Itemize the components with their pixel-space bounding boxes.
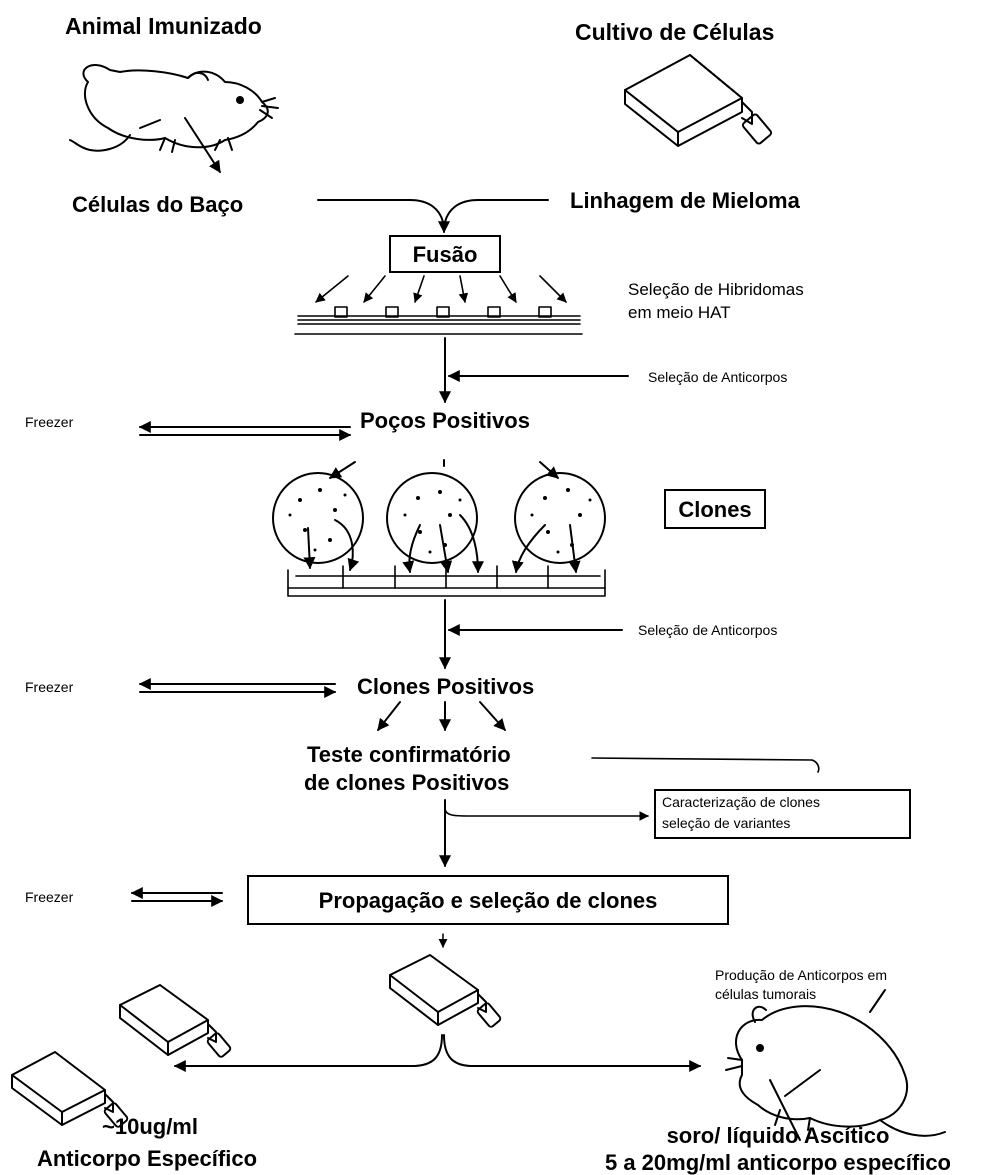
propagation-label: Propagação e seleção de clones xyxy=(319,888,658,913)
hat-selection-note-1: Seleção de Hibridomas xyxy=(628,280,804,299)
positive-wells-label: Poços Positivos xyxy=(360,408,530,433)
ascites-note-line-2: células tumorais xyxy=(715,986,816,1002)
merge-connector xyxy=(317,199,549,234)
fusion-box xyxy=(389,235,501,273)
hat-selection-note-2: em meio HAT xyxy=(628,303,731,322)
left-output-line-1: ~10ug/ml xyxy=(102,1114,198,1139)
left-output-line-2: Anticorpo Específico xyxy=(37,1146,257,1171)
characterization-box xyxy=(654,789,911,839)
culture-flask-icon xyxy=(11,1051,129,1128)
positive-clones-label: Clones Positivos xyxy=(357,674,534,699)
propagation-box xyxy=(247,875,729,925)
freezer-arrows-2 xyxy=(138,678,337,698)
left-source-label: Células do Baço xyxy=(72,192,243,217)
clones-label: Clones xyxy=(678,497,751,522)
clones-box xyxy=(664,489,766,529)
right-source-label: Linhagem de Mieloma xyxy=(570,188,801,213)
antibody-selection-label-1: Seleção de Anticorpos xyxy=(648,369,787,385)
petri-dish-icon xyxy=(272,472,606,574)
antibody-selection-label-2: Seleção de Anticorpos xyxy=(638,622,777,638)
right-title: Cultivo de Células xyxy=(575,19,774,45)
right-output-line-2: 5 a 20mg/ml anticorpo específico xyxy=(605,1150,951,1175)
freezer-label-1: Freezer xyxy=(25,414,74,430)
clone-plate-icon xyxy=(287,565,606,597)
characterization-loop xyxy=(591,757,820,773)
right-output-line-1: soro/ líquido Ascítico xyxy=(667,1123,890,1148)
confirmatory-arrows xyxy=(377,701,506,732)
fusion-label: Fusão xyxy=(413,242,478,267)
mouse-icon xyxy=(725,989,946,1141)
freezer-arrows-3 xyxy=(130,887,224,907)
characterization-line-1: Caracterização de clones xyxy=(662,794,820,810)
output-split-arrows xyxy=(173,1034,702,1072)
culture-flask-icon xyxy=(389,954,502,1028)
confirmatory-line-1: Teste confirmatório xyxy=(307,742,511,767)
culture-flask-icon xyxy=(624,54,773,147)
freezer-label-2: Freezer xyxy=(25,679,74,695)
characterization-arrow xyxy=(444,807,649,821)
mouse-icon xyxy=(69,64,279,174)
confirmatory-line-2: de clones Positivos xyxy=(304,770,509,795)
ascites-note-line-1: Produção de Anticorpos em xyxy=(715,967,887,983)
freezer-label-3: Freezer xyxy=(25,889,74,905)
culture-flask-icon xyxy=(119,984,232,1058)
characterization-line-2: seleção de variantes xyxy=(662,815,790,831)
left-title: Animal Imunizado xyxy=(65,13,262,39)
freezer-arrows-1 xyxy=(138,421,352,441)
culture-plate-icon xyxy=(294,275,583,335)
